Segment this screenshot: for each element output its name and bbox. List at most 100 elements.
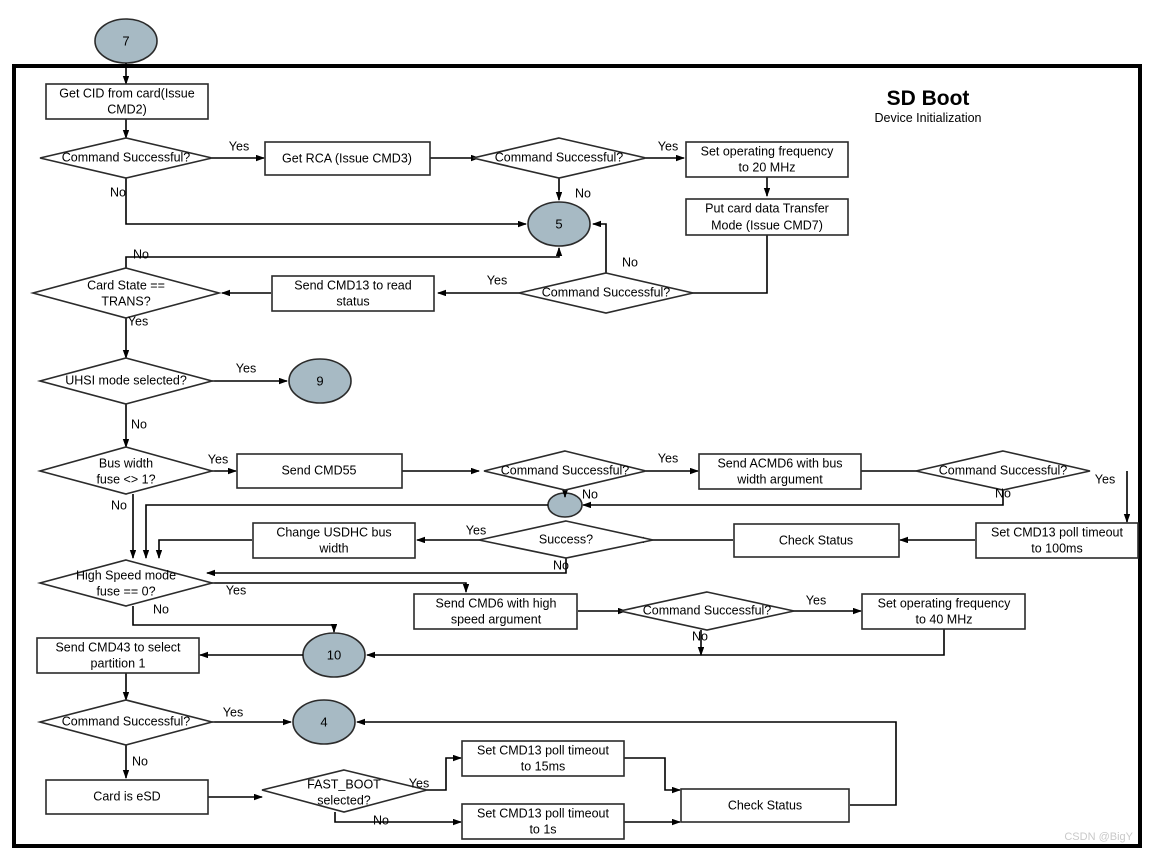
node-success-shape: [478, 520, 654, 559]
node-get-cid-line1: Get CID from card(Issue: [59, 86, 194, 100]
node-transfer-mode[interactable]: Put card data Transfer Mode (Issue CMD7): [685, 198, 849, 236]
node-set-freq-40-line1: Set operating frequency: [878, 596, 1011, 610]
edge-label-ok7-no: Yes: [223, 705, 243, 719]
node-success[interactable]: Success?: [478, 520, 654, 559]
node-poll-timeout-1s-line1: Set CMD13 poll timeout: [477, 806, 610, 820]
node-change-usdhc[interactable]: Change USDHC bus width: [252, 522, 416, 559]
edge-setfreq40-c10: [366, 628, 945, 659]
node-set-freq-20[interactable]: Set operating frequency to 20 MHz: [685, 141, 849, 178]
edge-label-ok5-no: No: [995, 486, 1011, 500]
node-check-status-1[interactable]: Check Status: [733, 523, 900, 558]
connector-5-shape: [527, 201, 591, 247]
edge-label-buswidth-yes: Yes: [208, 452, 228, 466]
node-get-rca[interactable]: Get RCA (Issue CMD3): [264, 141, 431, 176]
connector-5[interactable]: 5: [527, 201, 591, 247]
edge-label-fastboot-yes: Yes: [409, 776, 429, 790]
node-send-cmd6-line1: Send CMD6 with high: [436, 596, 557, 610]
node-get-rca-shape: [264, 141, 431, 176]
node-uhsi-mode-shape: [36, 357, 216, 405]
node-poll-timeout-15ms-shape: [461, 740, 625, 777]
node-command-successful-7[interactable]: Command Successful?: [36, 699, 216, 746]
node-poll-timeout-100ms-shape: [975, 522, 1139, 559]
node-poll-timeout-15ms[interactable]: Set CMD13 poll timeout to 15ms: [461, 740, 625, 777]
node-send-acmd6[interactable]: Send ACMD6 with bus width argument: [698, 453, 862, 490]
node-command-successful-1[interactable]: Command Successful?: [39, 137, 213, 179]
node-command-successful-5-line1: Command Successful?: [939, 463, 1068, 477]
node-poll-timeout-1s[interactable]: Set CMD13 poll timeout to 1s: [461, 803, 625, 840]
node-fast-boot[interactable]: FAST_BOOT selected?: [261, 769, 428, 813]
node-command-successful-4-shape: [483, 450, 647, 491]
node-card-is-esd[interactable]: Card is eSD: [45, 779, 209, 815]
node-command-successful-4[interactable]: Command Successful?: [483, 450, 647, 491]
node-send-cmd43[interactable]: Send CMD43 to select partition 1: [36, 637, 200, 674]
node-command-successful-2-shape: [472, 137, 647, 179]
node-poll-timeout-1s-line2: to 1s: [529, 822, 556, 836]
node-command-successful-6-shape: [619, 591, 795, 631]
node-card-is-esd-shape: [45, 779, 209, 815]
connector-9-label: 9: [316, 373, 323, 388]
node-send-cmd55[interactable]: Send CMD55: [236, 453, 403, 489]
connector-9-shape: [288, 358, 352, 404]
edge-label-highspeed-no: No: [153, 602, 169, 616]
edge-cardstate-no-to-c5: [125, 247, 563, 268]
node-command-successful-2-line1: Command Successful?: [495, 150, 624, 164]
node-high-speed-mode[interactable]: High Speed mode fuse == 0?: [36, 559, 216, 607]
edge-fastboot-no-poll1s: [334, 812, 462, 826]
node-check-status-2[interactable]: Check Status: [680, 788, 850, 823]
edge-label-ok2-yes: Yes: [658, 139, 678, 153]
node-command-successful-3-shape: [518, 272, 694, 314]
node-get-cid[interactable]: Get CID from card(Issue CMD2): [45, 83, 209, 120]
edge-label-ok6-yes: Yes: [806, 593, 826, 607]
edge-label-buswidth-no: No: [111, 498, 127, 512]
connector-4-label: 4: [320, 714, 327, 729]
connector-4[interactable]: 4: [292, 699, 356, 745]
node-command-successful-5[interactable]: Command Successful?: [915, 450, 1091, 491]
edge-label-ok2-no: No: [575, 186, 591, 200]
node-bus-width[interactable]: Bus width fuse <> 1?: [36, 446, 216, 495]
node-send-cmd43-line2: partition 1: [91, 656, 146, 670]
edge-label-cardstate-no: No: [133, 247, 149, 261]
node-command-successful-4-line1: Command Successful?: [501, 463, 630, 477]
node-send-cmd13[interactable]: Send CMD13 to read status: [271, 275, 435, 312]
edge-label-fastboot-no: No: [373, 813, 389, 827]
node-poll-timeout-100ms[interactable]: Set CMD13 poll timeout to 100ms: [975, 522, 1139, 559]
node-transfer-mode-line1: Put card data Transfer: [705, 201, 829, 215]
node-get-cid-line2: CMD2): [107, 102, 147, 116]
node-send-acmd6-line1: Send ACMD6 with bus: [717, 456, 842, 470]
edge-success-no-highspeed: [206, 558, 567, 577]
node-send-cmd6[interactable]: Send CMD6 with high speed argument: [413, 593, 578, 630]
connector-10-label: 10: [327, 647, 341, 662]
node-fast-boot-shape: [261, 769, 428, 813]
node-poll-timeout-100ms-line1: Set CMD13 poll timeout: [991, 525, 1124, 539]
node-high-speed-mode-line2: fuse == 0?: [96, 584, 155, 598]
node-send-cmd13-line2: status: [336, 294, 369, 308]
node-command-successful-5-shape: [915, 450, 1091, 491]
edge-dot-highspeed: [142, 504, 548, 559]
node-send-cmd43-shape: [36, 637, 200, 674]
node-send-acmd6-line2: width argument: [736, 472, 823, 486]
node-command-successful-3[interactable]: Command Successful?: [518, 272, 694, 314]
node-command-successful-3-line1: Command Successful?: [542, 285, 671, 299]
connector-10[interactable]: 10: [302, 632, 366, 678]
node-get-rca-line1: Get RCA (Issue CMD3): [282, 151, 412, 165]
edge-poll15-checkstatus2: [624, 757, 681, 794]
connector-9[interactable]: 9: [288, 358, 352, 404]
node-card-state[interactable]: Card State == TRANS?: [29, 267, 223, 319]
node-command-successful-6[interactable]: Command Successful?: [619, 591, 795, 631]
node-set-freq-20-line1: Set operating frequency: [701, 144, 834, 158]
node-poll-timeout-15ms-line1: Set CMD13 poll timeout: [477, 743, 610, 757]
node-set-freq-40[interactable]: Set operating frequency to 40 MHz: [861, 593, 1026, 630]
node-poll-timeout-100ms-line2: to 100ms: [1031, 541, 1082, 555]
node-uhsi-mode[interactable]: UHSI mode selected?: [36, 357, 216, 405]
edge-label-ok5-yes: Yes: [1095, 472, 1115, 486]
node-command-successful-2[interactable]: Command Successful?: [472, 137, 647, 179]
edge-ok3-no-to-c5: [592, 220, 607, 275]
edge-highspeed-yes-cmd6: [211, 582, 470, 593]
edge-label-layer: Yes No Yes No No Yes No Yes Yes No Yes N…: [110, 139, 1115, 827]
connector-4-shape: [292, 699, 356, 745]
connector-7[interactable]: 7: [94, 18, 158, 64]
node-send-cmd55-line1: Send CMD55: [281, 463, 356, 477]
node-high-speed-mode-shape: [36, 559, 216, 607]
node-change-usdhc-line2: width: [318, 541, 348, 555]
watermark: CSDN @BigY: [1064, 831, 1133, 843]
